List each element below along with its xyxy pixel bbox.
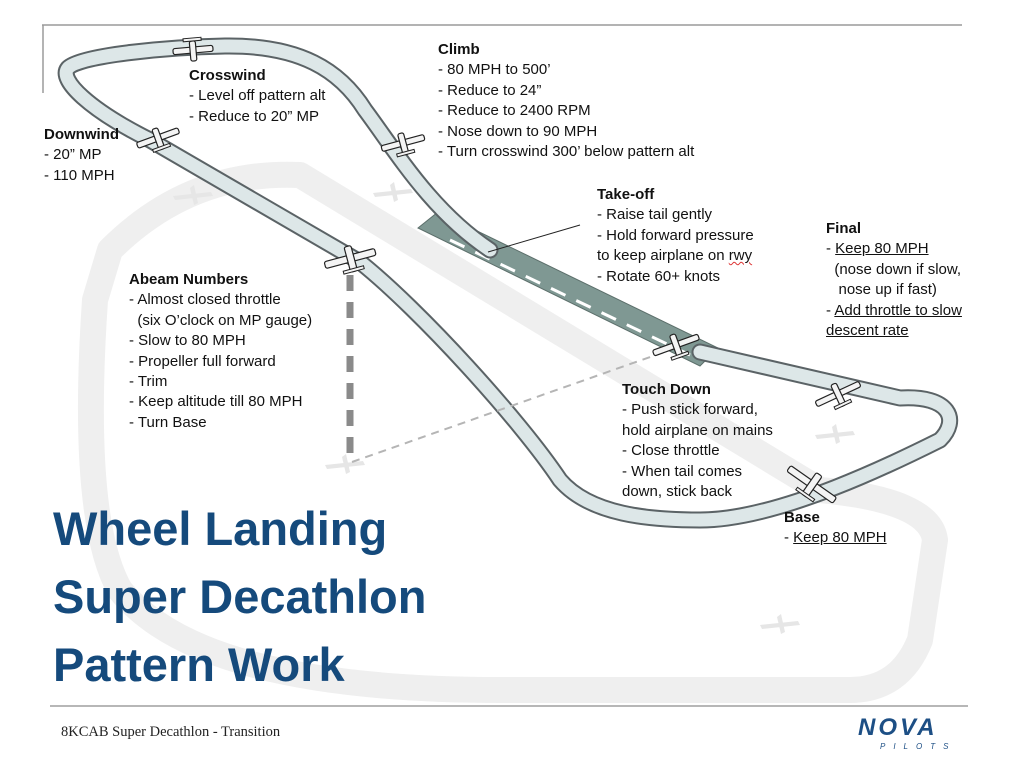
final-keep-80: Keep 80 MPH (835, 240, 929, 258)
takeoff-line: - Rotate 60+ knots (597, 267, 720, 285)
base-keep-80: Keep 80 MPH (793, 529, 887, 547)
logo-brand: NOVA (858, 714, 938, 741)
final-dash: - (826, 240, 836, 258)
base-dash: - (784, 529, 794, 547)
crosswind-line: - Reduce to 20” MP (189, 107, 320, 125)
final-heading: Final (826, 220, 862, 237)
downwind-line: - 110 MPH (44, 166, 115, 184)
takeoff-line: to keep airplane on rwy (597, 246, 754, 266)
climb-line: - Reduce to 2400 RPM (438, 102, 591, 120)
abeam-label: Abeam Numbers - Almost closed throttle (… (129, 270, 312, 433)
logo-sub: PILOTS (880, 742, 957, 751)
crosswind-label: Crosswind - Level off pattern alt - Redu… (189, 66, 325, 127)
abeam-heading: Abeam Numbers (129, 271, 249, 288)
final-line: - Add throttle to slow (826, 301, 962, 321)
base-line: - Keep 80 MPH (784, 528, 887, 548)
takeoff-callout-line (487, 224, 581, 253)
final-line: nose up if fast) (826, 281, 937, 299)
abeam-line: - Keep altitude till 80 MPH (129, 393, 303, 411)
touchdown-line: - Push stick forward, (622, 401, 758, 419)
airplane-icon-abeam (323, 245, 377, 275)
ghost-airplane-icons (173, 182, 855, 634)
touchdown-line: down, stick back (622, 483, 733, 501)
takeoff-label: Take-off - Raise tail gently - Hold forw… (597, 185, 754, 287)
takeoff-line: - Hold forward pressure (597, 226, 754, 244)
title-line: Wheel Landing (53, 502, 388, 555)
climb-line: - 80 MPH to 500’ (438, 61, 551, 79)
final-label: Final - Keep 80 MPH (nose down if slow, … (826, 219, 962, 341)
climb-label: Climb - 80 MPH to 500’ - Reduce to 24” -… (438, 40, 694, 162)
abeam-line: - Almost closed throttle (129, 291, 281, 309)
climb-line: - Nose down to 90 MPH (438, 122, 598, 140)
slide-title: Wheel Landing Super Decathlon Pattern Wo… (53, 495, 426, 699)
takeoff-line: - Raise tail gently (597, 206, 713, 224)
footer-text: 8KCAB Super Decathlon - Transition (61, 724, 281, 740)
airplane-icon-base (786, 465, 837, 504)
final-descent-rate: descent rate (826, 322, 909, 340)
airplane-icon-crosswind (172, 36, 214, 62)
takeoff-heading: Take-off (597, 186, 655, 203)
abeam-line: - Propeller full forward (129, 352, 276, 370)
base-label: Base - Keep 80 MPH (784, 508, 887, 549)
climb-line: - Turn crosswind 300’ below pattern alt (438, 143, 695, 161)
final-dash: - (826, 301, 835, 319)
title-line: Pattern Work (53, 638, 345, 691)
downwind-heading: Downwind (44, 126, 119, 143)
abeam-line: - Trim (129, 373, 168, 391)
crosswind-heading: Crosswind (189, 67, 266, 84)
climb-line: - Reduce to 24” (438, 81, 542, 99)
final-line: (nose down if slow, (826, 260, 962, 278)
airplane-icon-touchdown (652, 333, 700, 361)
base-heading: Base (784, 509, 820, 526)
airplane-icon-climb (380, 132, 426, 158)
touchdown-line: - Close throttle (622, 442, 720, 460)
downwind-label: Downwind - 20” MP - 110 MPH (44, 125, 119, 186)
touchdown-line: - When tail comes (622, 462, 743, 480)
abeam-line: (six O’clock on MP gauge) (129, 311, 313, 329)
touchdown-line: hold airplane on mains (622, 421, 773, 439)
title-line: Super Decathlon (53, 570, 427, 623)
abeam-diagonal-dashed (351, 349, 671, 463)
crosswind-line: - Level off pattern alt (189, 87, 326, 105)
takeoff-rwy-word: rwy (728, 247, 753, 265)
downwind-line: - 20” MP (44, 146, 102, 164)
climb-heading: Climb (438, 41, 480, 58)
airplane-icon-final (815, 381, 861, 411)
final-add-throttle: Add throttle to slow (834, 301, 962, 319)
airplane-icon-downwind (136, 127, 180, 153)
touchdown-heading: Touch Down (622, 381, 711, 398)
abeam-line: - Slow to 80 MPH (129, 332, 246, 350)
abeam-line: - Turn Base (129, 413, 207, 431)
touchdown-label: Touch Down - Push stick forward, hold ai… (622, 380, 773, 502)
final-line: - Keep 80 MPH (826, 239, 962, 259)
takeoff-line-text: to keep airplane on (597, 247, 729, 265)
nova-pilots-logo: NOVA PILOTS (858, 716, 970, 756)
traffic-pattern-path-fill (59, 39, 956, 527)
ghost-pattern-path (77, 161, 948, 703)
